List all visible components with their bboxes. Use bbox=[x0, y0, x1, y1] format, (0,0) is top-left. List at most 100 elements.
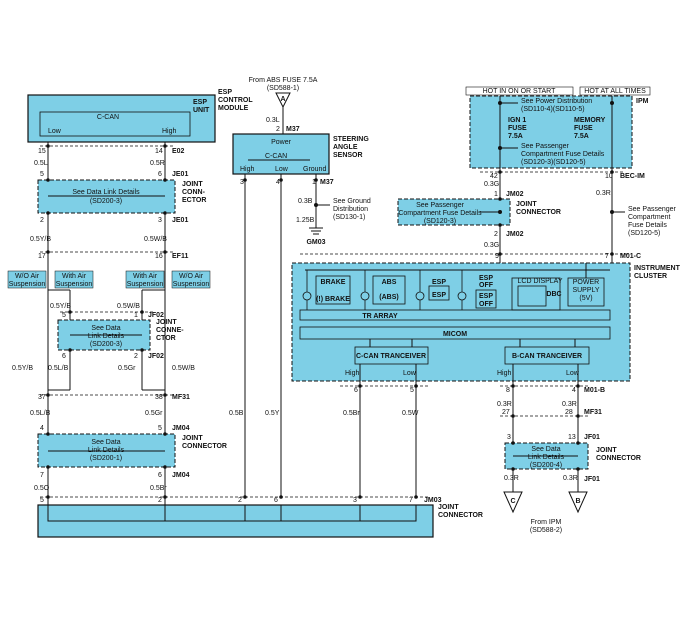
hot-label: HOT IN ON OR START bbox=[483, 88, 556, 95]
wire-label: 0.5Gr bbox=[118, 365, 136, 372]
lamp-brake-icon: (!) BRAKE bbox=[316, 296, 350, 303]
wire-label: 0.3G bbox=[484, 181, 499, 188]
pin: 3 bbox=[507, 434, 511, 441]
detail-text: (SD120-3) bbox=[424, 218, 456, 225]
jc-label: CONNECTOR bbox=[438, 512, 483, 519]
wire-label: 0.5W bbox=[402, 410, 419, 417]
option-text: Suspension bbox=[9, 281, 46, 288]
option-wo-air-1: W/O Air bbox=[15, 273, 40, 280]
conn-jm02: JM02 bbox=[506, 191, 524, 198]
detail-text: Compartment Fuse Details bbox=[398, 210, 482, 217]
pin: 27 bbox=[502, 409, 510, 416]
ipm-ref: Compartment Fuse Details bbox=[521, 151, 605, 158]
pin: 42 bbox=[490, 173, 498, 180]
pin: 8 bbox=[506, 387, 510, 394]
conn-jf02: JF02 bbox=[148, 312, 164, 319]
lamp-espoff-icon: ESP bbox=[479, 293, 493, 300]
pin: 2 bbox=[276, 126, 280, 133]
wire-label: 0.5W/B bbox=[144, 236, 167, 243]
ipm-ref: (SD110-4)(SD110-5) bbox=[521, 106, 585, 113]
pin: 7 bbox=[40, 472, 44, 479]
wire-label: 0.5L bbox=[34, 160, 48, 167]
gnd-ref: Distribution bbox=[333, 206, 368, 213]
wire-label: 0.3R bbox=[504, 475, 519, 482]
jc-label: CONNECTOR bbox=[516, 209, 561, 216]
conn-jf02b: JF02 bbox=[148, 353, 164, 360]
wire-label: 0.5Br bbox=[343, 410, 360, 417]
esp-unit-title1: ESP bbox=[193, 99, 207, 106]
option-text: Suspension bbox=[127, 281, 164, 288]
pin: 4 bbox=[40, 425, 44, 432]
sas-title: ANGLE bbox=[333, 144, 358, 151]
lamp-abs: ABS bbox=[382, 279, 397, 286]
detail-text: Link Details bbox=[88, 447, 125, 454]
ign-fuse: FUSE bbox=[508, 125, 527, 132]
detail-text: See Data bbox=[91, 325, 120, 332]
lamp-espoff-icon: OFF bbox=[479, 301, 494, 308]
jc-label: CONNECTOR bbox=[596, 455, 641, 462]
pin: 5 bbox=[158, 425, 162, 432]
jc-label: JOINT bbox=[596, 447, 617, 454]
mem-fuse: FUSE bbox=[574, 125, 593, 132]
conn-jm04b: JM04 bbox=[172, 472, 190, 479]
ipm-label: IPM bbox=[636, 98, 649, 105]
pin: 7 bbox=[409, 497, 413, 504]
conn-m37: M37 bbox=[286, 126, 300, 133]
esp-bus-label: C-CAN bbox=[97, 114, 119, 121]
from-ipm-ref: (SD588-2) bbox=[530, 527, 562, 534]
jc-label: CONNECTOR bbox=[182, 443, 227, 450]
hot-label: HOT AT ALL TIMES bbox=[584, 88, 646, 95]
sas-power: Power bbox=[271, 139, 292, 146]
lamp-abs-icon: (ABS) bbox=[379, 294, 398, 301]
jc-label: CTOR bbox=[156, 335, 176, 342]
wire-label: 0.5L/B bbox=[30, 410, 51, 417]
terminal-b: B bbox=[575, 498, 580, 505]
sas-high: High bbox=[240, 166, 255, 173]
pin: 15 bbox=[38, 148, 46, 155]
sas-ground: Ground bbox=[303, 166, 326, 173]
detail-text: (SD200-3) bbox=[90, 198, 122, 205]
conn-m01c: M01-C bbox=[620, 253, 641, 260]
pin: 28 bbox=[565, 409, 573, 416]
lcd-label: LCD DISPLAY bbox=[518, 278, 563, 285]
conn-jm04: JM04 bbox=[172, 425, 190, 432]
detail-text: See Data Link Details bbox=[72, 189, 140, 196]
gnd-ref: (SD130-1) bbox=[333, 214, 365, 221]
micom: MICOM bbox=[443, 331, 467, 338]
terminal-a: A bbox=[280, 96, 285, 103]
conn-jf01b: JF01 bbox=[584, 476, 600, 483]
gnd-ref: See Ground bbox=[333, 198, 371, 205]
junction-dots bbox=[46, 144, 614, 499]
from-ipm: From IPM bbox=[531, 519, 562, 526]
pin: 6 bbox=[62, 353, 66, 360]
conn-mf31r: MF31 bbox=[584, 409, 602, 416]
cluster-label: CLUSTER bbox=[634, 273, 667, 280]
jc-label: JOINT bbox=[156, 319, 177, 326]
pin: 6 bbox=[158, 171, 162, 178]
esp-low: Low bbox=[48, 128, 62, 135]
ipm-ref: See Power Distribution bbox=[521, 98, 592, 105]
pin: 6 bbox=[274, 497, 278, 504]
pin: 2 bbox=[158, 497, 162, 504]
pin: 2 bbox=[238, 497, 242, 504]
conn-jm03: JM03 bbox=[424, 497, 442, 504]
lamp-esp: ESP bbox=[432, 292, 446, 299]
c-high: High bbox=[345, 370, 360, 377]
pin: 6 bbox=[158, 472, 162, 479]
conn-jm02b: JM02 bbox=[506, 231, 524, 238]
power-supply: (5V) bbox=[579, 295, 592, 302]
pin: 6 bbox=[354, 387, 358, 394]
power-supply: SUPPLY bbox=[572, 287, 599, 294]
ign-fuse: 7.5A bbox=[508, 133, 523, 140]
pin: 13 bbox=[568, 434, 576, 441]
wire-label: 0.3R bbox=[596, 190, 611, 197]
pin: 16 bbox=[155, 253, 163, 260]
detail-text: See Passenger bbox=[416, 202, 465, 209]
esp-module-1: ESP bbox=[218, 89, 232, 96]
wire-label: 0.3L bbox=[266, 117, 280, 124]
option-with-air-2: With Air bbox=[133, 273, 158, 280]
wire-label: 0.5Br bbox=[150, 485, 167, 492]
conn-m01b: M01-B bbox=[584, 387, 605, 394]
pin: 4 bbox=[276, 179, 280, 186]
